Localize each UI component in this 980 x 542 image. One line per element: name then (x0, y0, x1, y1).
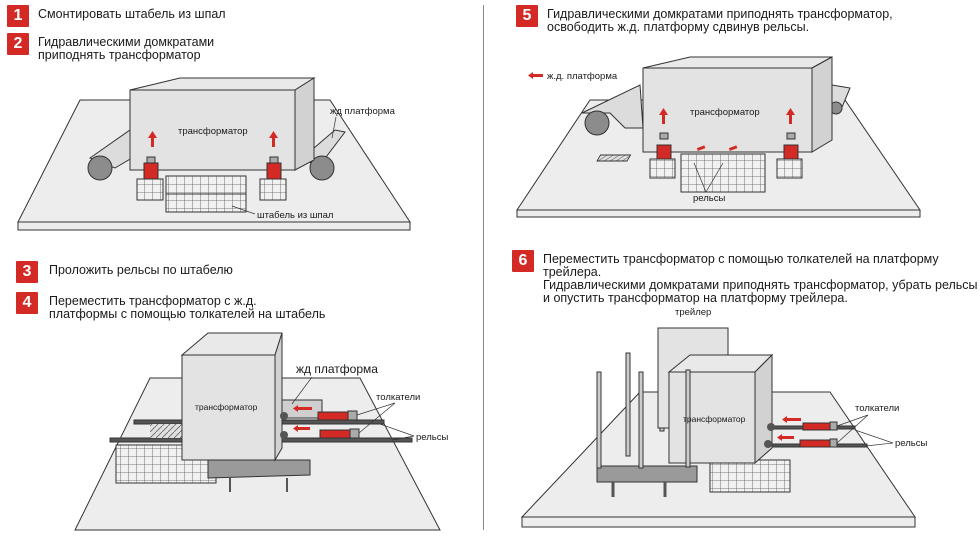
hydraulic-jack (266, 156, 282, 180)
step-badge: 6 (512, 250, 534, 272)
jack-support (649, 158, 676, 179)
transformer-label: трансформатор (683, 414, 746, 424)
scene-steps-1-2: трансформатор жд платформа штабель из шп… (17, 77, 411, 231)
sleeper-stack (680, 153, 766, 193)
rail-platform-label: жд платформа (296, 362, 378, 376)
left-arrow-icon (777, 434, 794, 441)
jack-support (136, 178, 164, 201)
step-badge: 2 (7, 33, 29, 55)
pushers-label: толкатели (855, 403, 899, 414)
wheel (87, 155, 113, 181)
leader-line (291, 376, 313, 405)
left-arrow-icon (728, 145, 738, 151)
wheel (584, 110, 610, 136)
transformer-front (642, 67, 813, 153)
step-badge: 4 (16, 292, 38, 314)
transformer-label: трансформатор (195, 402, 258, 412)
trailer-platform (596, 465, 698, 483)
step-text: Смонтировать штабель из шпал (38, 7, 226, 21)
vertical-divider (483, 5, 484, 530)
scene-step-5: трансформатор ж.д. платформа рельсы (516, 56, 921, 218)
ground-plate-edge (516, 209, 921, 218)
step-1: 1 Смонтировать штабель из шпал (7, 5, 226, 27)
leader-line (358, 402, 396, 434)
transformer-top (642, 56, 833, 69)
transformer-front (181, 354, 276, 461)
scene-steps-3-4: трансформатор жд платформа толкатели рел… (74, 332, 448, 531)
sleeper-stack (709, 459, 791, 493)
step-6: 6 Переместить трансформатор с помощью то… (512, 250, 980, 305)
wheel (309, 155, 335, 181)
left-arrow-icon (782, 416, 801, 423)
left-arrow-icon (528, 72, 543, 79)
pusher (767, 421, 838, 431)
step-text: Проложить рельсы по штабелю (49, 263, 233, 277)
rail-platform (581, 84, 644, 129)
left-arrow-icon (696, 145, 706, 151)
step-badge: 3 (16, 261, 38, 283)
rail-platform (207, 459, 311, 479)
sleeper-stack-label: штабель из шпал (257, 210, 333, 221)
step-3: 3 Проложить рельсы по штабелю (16, 261, 233, 283)
up-arrow-icon (148, 131, 157, 147)
leader-line (836, 414, 869, 427)
leader-line (331, 116, 337, 139)
up-arrow-icon (786, 108, 795, 124)
trailer-stake (638, 371, 644, 469)
leader-line (865, 442, 894, 447)
step-4: 4 Переместить трансформатор с ж.д. платф… (16, 292, 325, 321)
step-2: 2 Гидравлическими домкратами приподнять … (7, 33, 214, 62)
step-text: Гидравлическими домкратами приподнять тр… (547, 7, 893, 34)
leader-line (391, 435, 415, 441)
rail-platform-label: ж.д. платформа (547, 71, 618, 82)
leader-line (705, 162, 724, 193)
left-arrow-icon (293, 405, 312, 412)
up-arrow-icon (659, 108, 668, 124)
sleepers-hatched (150, 424, 185, 438)
rails-label: рельсы (416, 432, 448, 443)
transformer-top (129, 77, 316, 91)
rails-label: рельсы (895, 438, 927, 449)
pusher (280, 428, 360, 439)
trailer-stake (596, 371, 602, 469)
step-text: Переместить трансформатор с ж.д. платфор… (49, 294, 326, 321)
pusher (764, 438, 838, 448)
rails-label: рельсы (693, 193, 725, 204)
transformer-front (129, 89, 296, 171)
pusher (280, 410, 358, 421)
left-arrow-icon (293, 425, 310, 432)
jack-support (776, 158, 803, 179)
step-badge: 5 (516, 5, 538, 27)
transformer-label: трансформатор (178, 126, 248, 137)
trailer-stake (625, 352, 631, 457)
pushers-label: толкатели (376, 392, 420, 403)
leader-line (379, 423, 415, 437)
leader-line (693, 162, 707, 193)
trailer-stake (685, 369, 691, 468)
transformer-label: трансформатор (690, 107, 760, 118)
scene-step-6: трансформатор трейлер толкатели рельсы (520, 307, 927, 528)
transformer-side (811, 56, 833, 153)
rail-platform-label: жд платформа (330, 106, 396, 117)
step-text: Гидравлическими домкратами приподнять тр… (38, 35, 215, 62)
step-5: 5 Гидравлическими домкратами приподнять … (516, 5, 893, 34)
leader-line (356, 402, 396, 416)
transformer-top (180, 332, 283, 356)
ground-plate-edge (521, 516, 916, 528)
hydraulic-jack (783, 132, 799, 160)
step-text: Переместить трансформатор с помощью толк… (543, 252, 978, 305)
trailer-label: трейлер (675, 307, 711, 318)
transformer-front (668, 371, 756, 464)
rail-diagonal (596, 154, 632, 162)
transformer-side (294, 77, 315, 171)
jack-support (259, 178, 287, 201)
leader-line (836, 414, 869, 444)
transformer-side (274, 332, 283, 462)
step-badge: 1 (7, 5, 29, 27)
up-arrow-icon (269, 131, 278, 147)
leader-line (231, 205, 256, 215)
leader-line (854, 429, 894, 444)
ground-plate-edge (17, 221, 411, 231)
